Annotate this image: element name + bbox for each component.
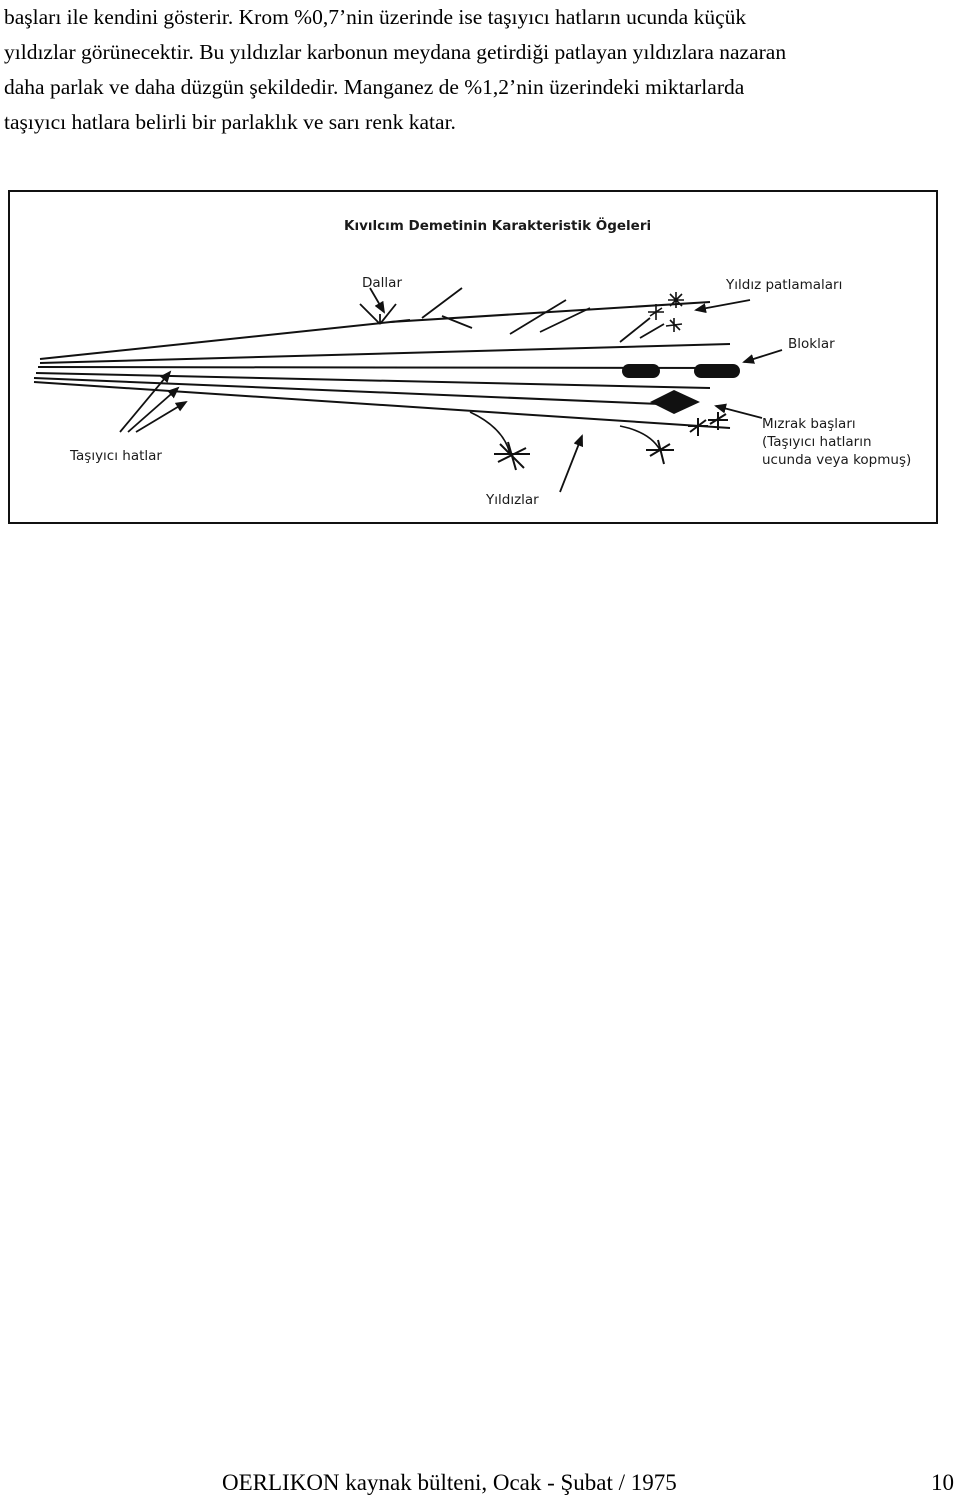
arrow-carrier-line bbox=[135, 400, 188, 433]
star-stem bbox=[619, 425, 661, 451]
blocks bbox=[622, 364, 740, 378]
arrow-star-bursts bbox=[694, 299, 751, 314]
arrow-carrier-line bbox=[127, 386, 180, 433]
page-number: 10 bbox=[931, 1470, 954, 1495]
star-stems bbox=[469, 411, 661, 455]
arrow-spear-heads bbox=[714, 403, 763, 419]
spear-heads bbox=[650, 390, 700, 414]
label-star-bursts: Yıldız patlamaları bbox=[725, 277, 842, 293]
label-stars: Yıldızlar bbox=[485, 492, 539, 508]
label-branches: Dallar bbox=[362, 275, 402, 291]
pointer-arrows bbox=[119, 287, 783, 493]
branch bbox=[509, 299, 591, 335]
star-icon bbox=[708, 412, 728, 430]
block bbox=[694, 364, 740, 378]
star-burst-icon bbox=[665, 318, 683, 332]
figure-title: Kıvılcım Demetinin Karakteristik Ögeleri bbox=[344, 216, 651, 234]
carrier-line bbox=[35, 372, 711, 389]
star-icon bbox=[646, 439, 674, 465]
arrow-branches bbox=[369, 287, 386, 314]
branch bbox=[359, 303, 397, 325]
star-burst-icon bbox=[648, 304, 664, 320]
carrier-line bbox=[39, 343, 731, 364]
arrow-stars bbox=[559, 434, 583, 493]
label-spear-heads-note-2: ucunda veya kopmuş) bbox=[762, 452, 911, 468]
footer-publication: OERLIKON kaynak bülteni, Ocak - Şubat / … bbox=[222, 1470, 677, 1495]
label-blocks: Bloklar bbox=[788, 336, 835, 352]
label-spear-heads: Mızrak başları bbox=[762, 416, 856, 432]
branches bbox=[359, 287, 665, 343]
small-stars bbox=[494, 412, 728, 471]
paragraph-line-1: başları ile kendini gösterir. Krom %0,7’… bbox=[4, 5, 747, 29]
carrier-line bbox=[39, 319, 411, 360]
label-carrier-lines: Taşıyıcı hatlar bbox=[69, 448, 162, 464]
carrier-lines bbox=[33, 301, 731, 429]
label-spear-heads-note-1: (Taşıyıcı hatların bbox=[762, 434, 872, 450]
star-icon bbox=[688, 418, 708, 436]
body-paragraph: başları ile kendini gösterir. Krom %0,7’… bbox=[4, 0, 954, 140]
arrow-blocks bbox=[742, 349, 783, 364]
arrow-carrier-line bbox=[119, 370, 172, 433]
star-bursts bbox=[648, 292, 684, 332]
paragraph-line-3: daha parlak ve daha düzgün şekildedir. M… bbox=[4, 75, 745, 99]
carrier-line bbox=[33, 377, 661, 405]
paragraph-line-2: yıldızlar görünecektir. Bu yıldızlar kar… bbox=[4, 40, 787, 64]
star-burst-icon bbox=[668, 292, 684, 308]
paragraph-line-4: taşıyıcı hatlara belirli bir parlaklık v… bbox=[4, 110, 456, 134]
branch bbox=[619, 317, 665, 343]
star-stem bbox=[469, 411, 511, 455]
spark-diagram-figure: Kıvılcım Demetinin Karakteristik Ögeleri bbox=[8, 190, 938, 524]
spark-diagram: Kıvılcım Demetinin Karakteristik Ögeleri bbox=[33, 216, 911, 508]
block bbox=[622, 364, 660, 378]
star-icon bbox=[494, 441, 530, 471]
carrier-line bbox=[33, 381, 731, 429]
carrier-line bbox=[37, 366, 731, 369]
spear-head bbox=[650, 390, 700, 414]
branch bbox=[421, 287, 473, 329]
